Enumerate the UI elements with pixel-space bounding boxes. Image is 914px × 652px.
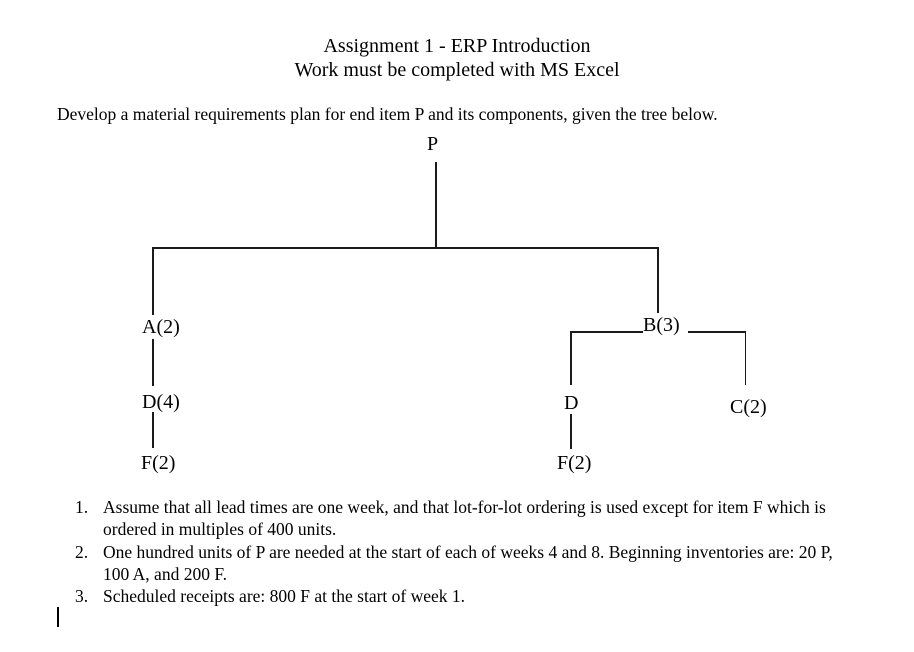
list-item-text: Assume that all lead times are one week,… bbox=[103, 497, 826, 540]
tree-node-a: A(2) bbox=[142, 316, 180, 338]
tree-line-d-to-f-right bbox=[570, 414, 572, 449]
tree-line-p-stem bbox=[435, 162, 437, 248]
tree-line-drop-to-d-right bbox=[570, 331, 572, 385]
tree-line-b-horizontal-left bbox=[570, 331, 643, 333]
instructions-list: 1. Assume that all lead times are one we… bbox=[75, 496, 860, 607]
list-item-number: 3. bbox=[75, 586, 89, 607]
tree-line-b-horizontal-right bbox=[688, 331, 746, 333]
tree-node-f-left: F(2) bbox=[141, 452, 176, 474]
tree-line-top-horizontal bbox=[152, 247, 658, 249]
tree-line-a-to-d bbox=[152, 339, 154, 386]
tree-line-drop-to-c bbox=[744, 331, 746, 385]
list-item-text: One hundred units of P are needed at the… bbox=[103, 541, 833, 584]
list-item-number: 1. bbox=[75, 497, 89, 517]
list-item: 2. One hundred units of P are needed at … bbox=[75, 541, 860, 586]
tree-line-d-to-f-left bbox=[152, 412, 154, 448]
tree-node-d-left: D(4) bbox=[142, 391, 180, 413]
list-item: 1. Assume that all lead times are one we… bbox=[75, 496, 860, 541]
intro-paragraph: Develop a material requirements plan for… bbox=[57, 104, 718, 124]
text-caret bbox=[57, 607, 59, 627]
list-item-text: Scheduled receipts are: 800 F at the sta… bbox=[103, 586, 466, 607]
tree-node-c: C(2) bbox=[730, 396, 767, 418]
list-item-number: 2. bbox=[75, 541, 89, 562]
list-item: 3. Scheduled receipts are: 800 F at the … bbox=[75, 585, 860, 607]
tree-node-p: P bbox=[427, 133, 439, 155]
tree-line-drop-to-a bbox=[152, 247, 154, 315]
tree-node-b: B(3) bbox=[643, 314, 680, 336]
assignment-title: Assignment 1 - ERP Introduction bbox=[323, 35, 591, 57]
tree-node-d-right: D bbox=[564, 392, 579, 414]
tree-node-f-right: F(2) bbox=[557, 452, 592, 474]
tree-line-drop-to-b bbox=[657, 247, 659, 313]
assignment-subtitle: Work must be completed with MS Excel bbox=[294, 59, 620, 81]
